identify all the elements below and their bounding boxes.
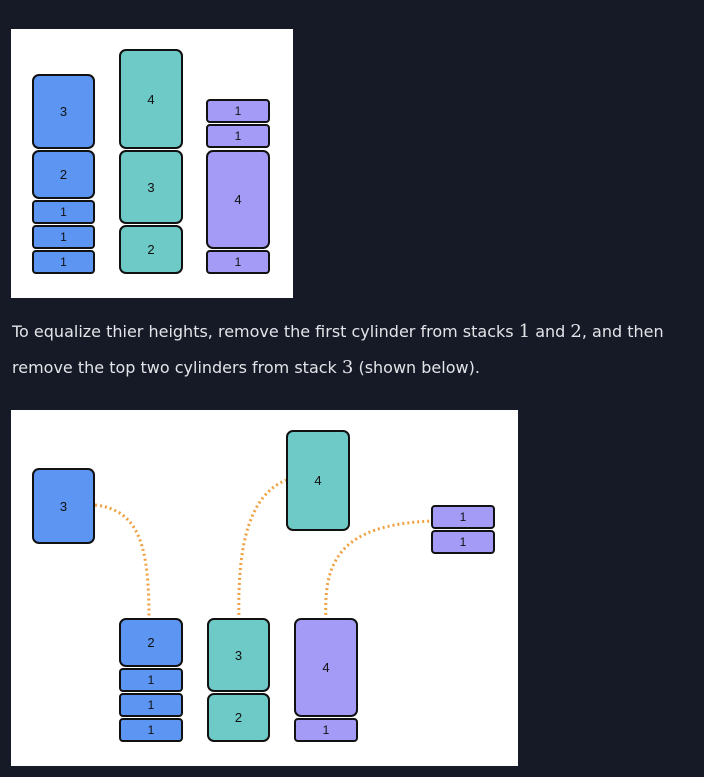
caption-stack-number-1: 1 <box>518 321 531 342</box>
caption-part1: To equalize thier heights, remove the fi… <box>12 322 519 341</box>
top-stack1-cyl-1a: 1 <box>32 200 95 224</box>
bottom-figure: 3 4 1 1 2 1 1 1 3 2 4 1 <box>11 410 518 766</box>
top-stack2-cyl-2: 2 <box>119 225 183 274</box>
removed-cyl-1b: 1 <box>431 530 495 554</box>
top-stack2-cyl-4: 4 <box>119 49 183 149</box>
top-stack3-cyl-1b: 1 <box>206 124 270 148</box>
caption-part4: (shown below). <box>353 358 480 377</box>
caption-stack-number-3: 3 <box>341 357 354 378</box>
removed-cyl-3: 3 <box>32 468 95 544</box>
bottom-stack1-cyl-1a: 1 <box>119 668 183 692</box>
caption-part2: and <box>530 322 571 341</box>
connector-stack1 <box>94 503 151 621</box>
connector-stack2 <box>237 478 287 621</box>
top-figure: 3 2 1 1 1 4 3 2 1 1 4 1 <box>11 29 293 298</box>
connector-stack3 <box>324 519 432 621</box>
top-stack1-cyl-1b: 1 <box>32 225 95 249</box>
bottom-stack3-cyl-1: 1 <box>294 718 358 742</box>
top-stack1-cyl-1c: 1 <box>32 250 95 274</box>
removed-cyl-4: 4 <box>286 430 350 531</box>
top-stack3-cyl-4: 4 <box>206 150 270 249</box>
top-stack1-cyl-2: 2 <box>32 150 95 199</box>
caption-text: To equalize thier heights, remove the fi… <box>12 314 692 386</box>
removed-cyl-1a: 1 <box>431 505 495 529</box>
bottom-stack3-cyl-4: 4 <box>294 618 358 717</box>
caption-part3: , and then remove the top two cylinders … <box>12 322 664 377</box>
bottom-stack2-cyl-3: 3 <box>207 618 270 692</box>
top-stack1-cyl-3: 3 <box>32 74 95 149</box>
removal-connectors <box>94 478 432 621</box>
bottom-stack2-cyl-2: 2 <box>207 693 270 742</box>
caption-stack-number-2: 2 <box>570 321 582 342</box>
bottom-stack1-cyl-2: 2 <box>119 618 183 667</box>
top-stack3-cyl-1a: 1 <box>206 99 270 123</box>
bottom-stack1-cyl-1c: 1 <box>119 718 183 742</box>
top-stack3-cyl-1c: 1 <box>206 250 270 274</box>
bottom-stack1-cyl-1b: 1 <box>119 693 183 717</box>
top-stack2-cyl-3: 3 <box>119 150 183 224</box>
